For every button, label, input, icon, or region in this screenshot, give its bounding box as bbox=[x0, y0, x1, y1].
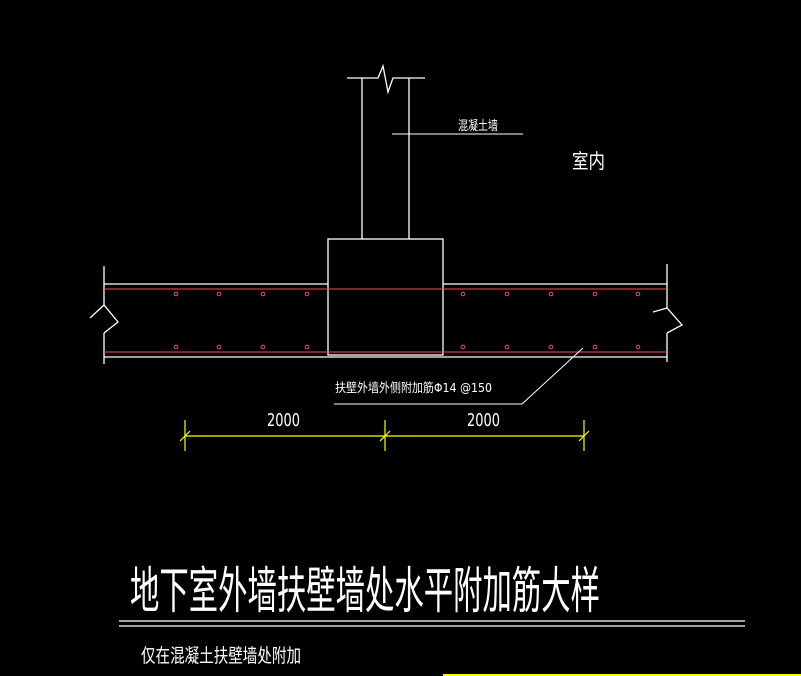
bottom-rebar-dot bbox=[504, 344, 510, 350]
wall-break-symbol bbox=[347, 63, 425, 95]
bottom-rebar-dot bbox=[173, 344, 179, 350]
bottom-rebar-dot bbox=[216, 344, 222, 350]
bottom-rebar-dot bbox=[592, 344, 598, 350]
outer-wall-section bbox=[89, 264, 684, 364]
top-rebar-dot bbox=[635, 291, 641, 297]
indoor-label: 室内 bbox=[572, 149, 605, 173]
dimension-right-text: 2000 bbox=[467, 410, 500, 431]
dimension-line bbox=[179, 420, 590, 451]
title-underline bbox=[119, 620, 745, 627]
bottom-rebar-dot bbox=[460, 344, 466, 350]
bottom-rebar-dot bbox=[304, 344, 310, 350]
top-rebar-dot bbox=[304, 291, 310, 297]
top-rebar-dot bbox=[592, 291, 598, 297]
drawing-title: 地下室外墙扶壁墙处水平附加筋大样 bbox=[130, 562, 600, 620]
top-rebar-dot bbox=[216, 291, 222, 297]
top-rebar-dot bbox=[548, 291, 554, 297]
rebar-note-leader bbox=[334, 347, 584, 405]
bottom-rebar-dot bbox=[260, 344, 266, 350]
rebar-note-label: 扶壁外墙外侧附加筋Φ14 @150 bbox=[335, 380, 492, 395]
rebar-lines bbox=[104, 288, 667, 353]
bottom-rebar-dot bbox=[635, 344, 641, 350]
bottom-rebar-dot bbox=[548, 344, 554, 350]
drawing-subtitle: 仅在混凝土扶壁墙处附加 bbox=[141, 645, 301, 667]
top-rebar-dot bbox=[173, 291, 179, 297]
concrete-wall bbox=[347, 63, 425, 239]
concrete-wall-label: 混凝土墙 bbox=[458, 118, 498, 134]
rebar-dots bbox=[173, 291, 641, 350]
top-rebar-dot bbox=[504, 291, 510, 297]
top-rebar-dot bbox=[460, 291, 466, 297]
top-rebar-dot bbox=[260, 291, 266, 297]
buttress-block bbox=[327, 238, 444, 356]
dimension-left-text: 2000 bbox=[267, 410, 300, 431]
